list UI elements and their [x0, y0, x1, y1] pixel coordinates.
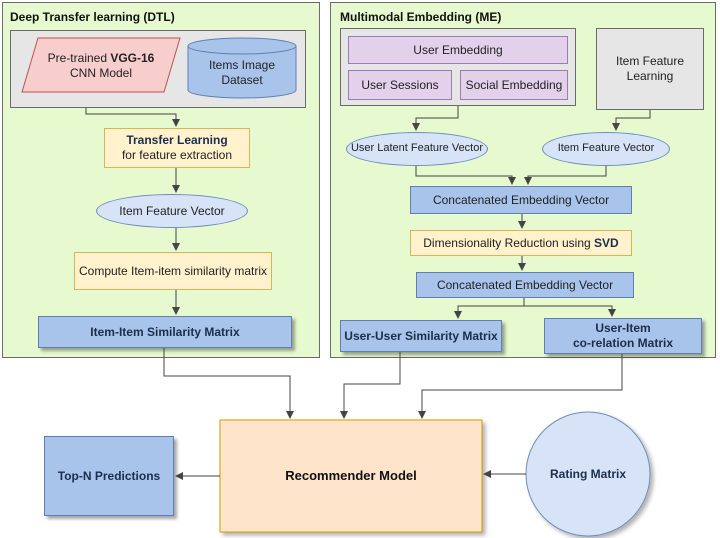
me-item-feature-vector-label: Item Feature Vector	[557, 142, 655, 155]
user-latent-vector-node: User Latent Feature Vector	[346, 132, 488, 166]
user-embedding-node: User Embedding	[348, 36, 568, 64]
user-item-line1: User-Item	[595, 321, 651, 335]
concat-vector-2-label: Concatenated Embedding Vector	[436, 277, 614, 292]
dtl-item-feature-vector: Item Feature Vector	[96, 194, 248, 228]
rating-matrix-node: Rating Matrix	[530, 456, 646, 492]
concat-vector-1-node: Concatenated Embedding Vector	[410, 186, 632, 214]
item-feature-learning-node: Item Feature Learning	[596, 28, 704, 110]
user-latent-vector-label: User Latent Feature Vector	[350, 142, 484, 155]
dtl-input-shapes	[21, 37, 297, 99]
dataset-cylinder-top	[187, 37, 297, 55]
item-item-matrix-node: Item-Item Similarity Matrix	[38, 316, 292, 348]
transfer-learning-label: Transfer Learning	[126, 133, 228, 147]
social-embedding-node: Social Embedding	[460, 70, 568, 100]
svd-label: SVD	[594, 235, 619, 250]
concat-vector-1-label: Concatenated Embedding Vector	[432, 192, 610, 207]
user-user-matrix-node: User-User Similarity Matrix	[340, 320, 502, 352]
top-n-predictions-label: Top-N Predictions	[57, 468, 161, 483]
social-embedding-label: Social Embedding	[465, 77, 563, 92]
user-sessions-node: User Sessions	[348, 70, 452, 100]
dtl-item-feature-vector-label: Item Feature Vector	[119, 203, 225, 218]
dim-reduction-node: Dimensionality Reduction using SVD	[410, 230, 632, 256]
concat-vector-2-node: Concatenated Embedding Vector	[416, 272, 634, 298]
vgg16-label-prefix: Pre-trained	[47, 51, 111, 65]
recommender-model-label: Recommender Model	[285, 467, 417, 483]
user-sessions-label: User Sessions	[361, 77, 439, 92]
top-n-predictions-node: Top-N Predictions	[44, 436, 174, 516]
dim-reduction-label: Dimensionality Reduction using	[423, 235, 595, 250]
item-item-matrix-label: Item-Item Similarity Matrix	[90, 324, 240, 339]
dataset-cylinder-body	[187, 46, 297, 99]
user-embedding-label: User Embedding	[413, 42, 503, 57]
vgg16-label-line2: CNN Model	[69, 66, 132, 80]
user-item-line2: co-relation Matrix	[572, 336, 674, 350]
vgg16-shape	[21, 37, 181, 93]
item-feature-learning-label: Item Feature Learning	[615, 54, 685, 83]
recommender-model-node: Recommender Model	[220, 420, 482, 532]
transfer-learning-sub: for feature extraction	[121, 148, 233, 162]
dtl-panel-title: Deep Transfer learning (DTL)	[10, 10, 175, 24]
compute-similarity-node: Compute Item-item similarity matrix	[74, 252, 272, 290]
user-user-matrix-label: User-User Similarity Matrix	[344, 328, 498, 343]
rating-matrix-label: Rating Matrix	[549, 466, 626, 481]
items-dataset-label: Items Image Dataset	[208, 58, 276, 87]
me-item-feature-vector-node: Item Feature Vector	[542, 132, 670, 166]
me-panel-title: Multimodal Embedding (ME)	[340, 10, 502, 24]
compute-similarity-label: Compute Item-item similarity matrix	[78, 263, 268, 278]
items-dataset-node: Items Image Dataset	[198, 56, 286, 90]
vgg16-label-bold: VGG-16	[110, 51, 155, 65]
recommender-box-shape	[219, 419, 483, 533]
